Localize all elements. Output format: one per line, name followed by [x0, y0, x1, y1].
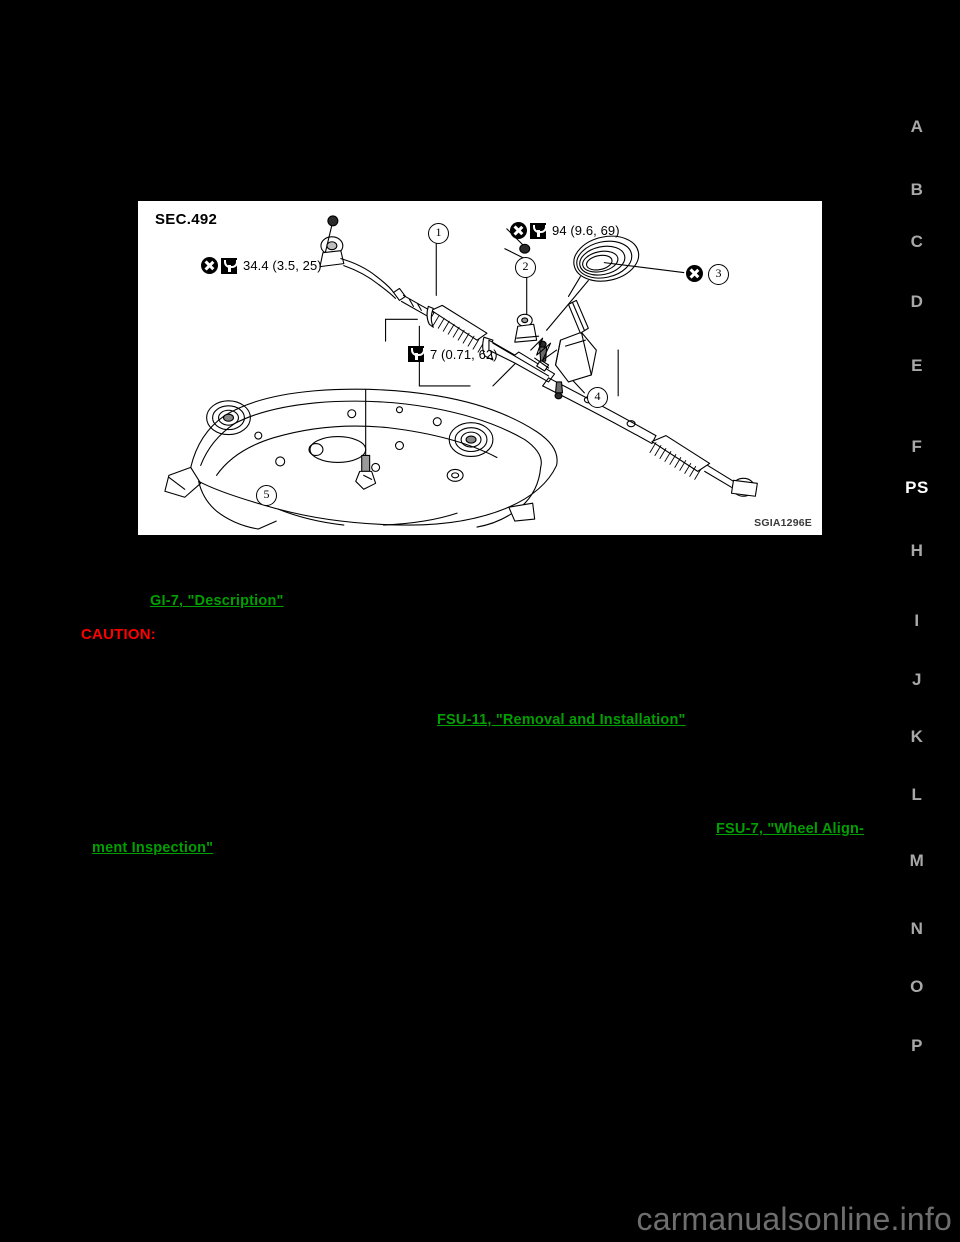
callout-5: 5: [256, 485, 277, 506]
figure-section-label: SEC.492: [155, 211, 218, 228]
torque-spec-tie-rod-outer: 34.4 (3.5, 25): [201, 257, 322, 274]
site-watermark: carmanualsonline.info: [636, 1201, 952, 1237]
torque-value: 7 (0.71, 62): [430, 346, 498, 362]
steering-gear-diagram-svg: [164, 215, 758, 530]
x-mark-icon: [510, 222, 527, 239]
section-index-item-j[interactable]: J: [912, 670, 922, 689]
torque-value: 34.4 (3.5, 25): [243, 258, 322, 273]
section-index-item-b[interactable]: B: [910, 180, 924, 199]
callout-3: 3: [708, 264, 729, 285]
section-index-item-l[interactable]: L: [911, 785, 923, 804]
section-index: A B C D E F PS H I J K L M N O P: [874, 0, 960, 1242]
torque-value: 94 (9.6, 69): [552, 223, 620, 238]
link-fsu-wheel-alignment-part1[interactable]: FSU-7, "Wheel Align-: [716, 821, 865, 837]
callout-2: 2: [515, 257, 536, 278]
wrench-icon: [221, 257, 238, 274]
torque-spec-gear-mount-bolt: 94 (9.6, 69): [510, 222, 620, 239]
section-index-item-h[interactable]: H: [910, 541, 924, 560]
section-index-item-m[interactable]: M: [909, 851, 925, 870]
section-index-item-n[interactable]: N: [910, 919, 924, 938]
link-fsu-removal-and-installation[interactable]: FSU-11, "Removal and Installation": [437, 712, 686, 728]
torque-spec-clamp-bolt: 7 (0.71, 62): [408, 346, 498, 362]
section-index-item-c[interactable]: C: [910, 232, 924, 251]
link-gi-description[interactable]: GI-7, "Description": [150, 593, 284, 609]
section-index-item-i[interactable]: I: [914, 611, 920, 630]
callout-4: 4: [587, 387, 608, 408]
section-index-item-e[interactable]: E: [911, 356, 923, 375]
section-index-item-f[interactable]: F: [911, 437, 923, 456]
x-mark-icon: [201, 257, 218, 274]
section-index-item-k[interactable]: K: [910, 727, 924, 746]
link-fsu-wheel-alignment-part2[interactable]: ment Inspection": [92, 840, 214, 856]
section-index-item-ps[interactable]: PS: [905, 478, 929, 497]
figure-code: SGIA1296E: [754, 517, 812, 529]
section-index-item-p[interactable]: P: [911, 1036, 923, 1055]
callout-1: 1: [428, 223, 449, 244]
caution-label: CAUTION:: [81, 626, 156, 643]
steering-gear-assembly-figure: SEC.492 34.4 (3.5, 25) 94 (9.6, 69) 7 (0…: [137, 200, 823, 536]
wrench-icon: [530, 222, 547, 239]
section-index-item-o[interactable]: O: [910, 977, 924, 996]
section-index-item-a[interactable]: A: [910, 117, 924, 136]
section-index-item-d[interactable]: D: [910, 292, 924, 311]
wrench-icon: [408, 346, 425, 362]
x-mark-icon-item-3: [686, 265, 703, 287]
